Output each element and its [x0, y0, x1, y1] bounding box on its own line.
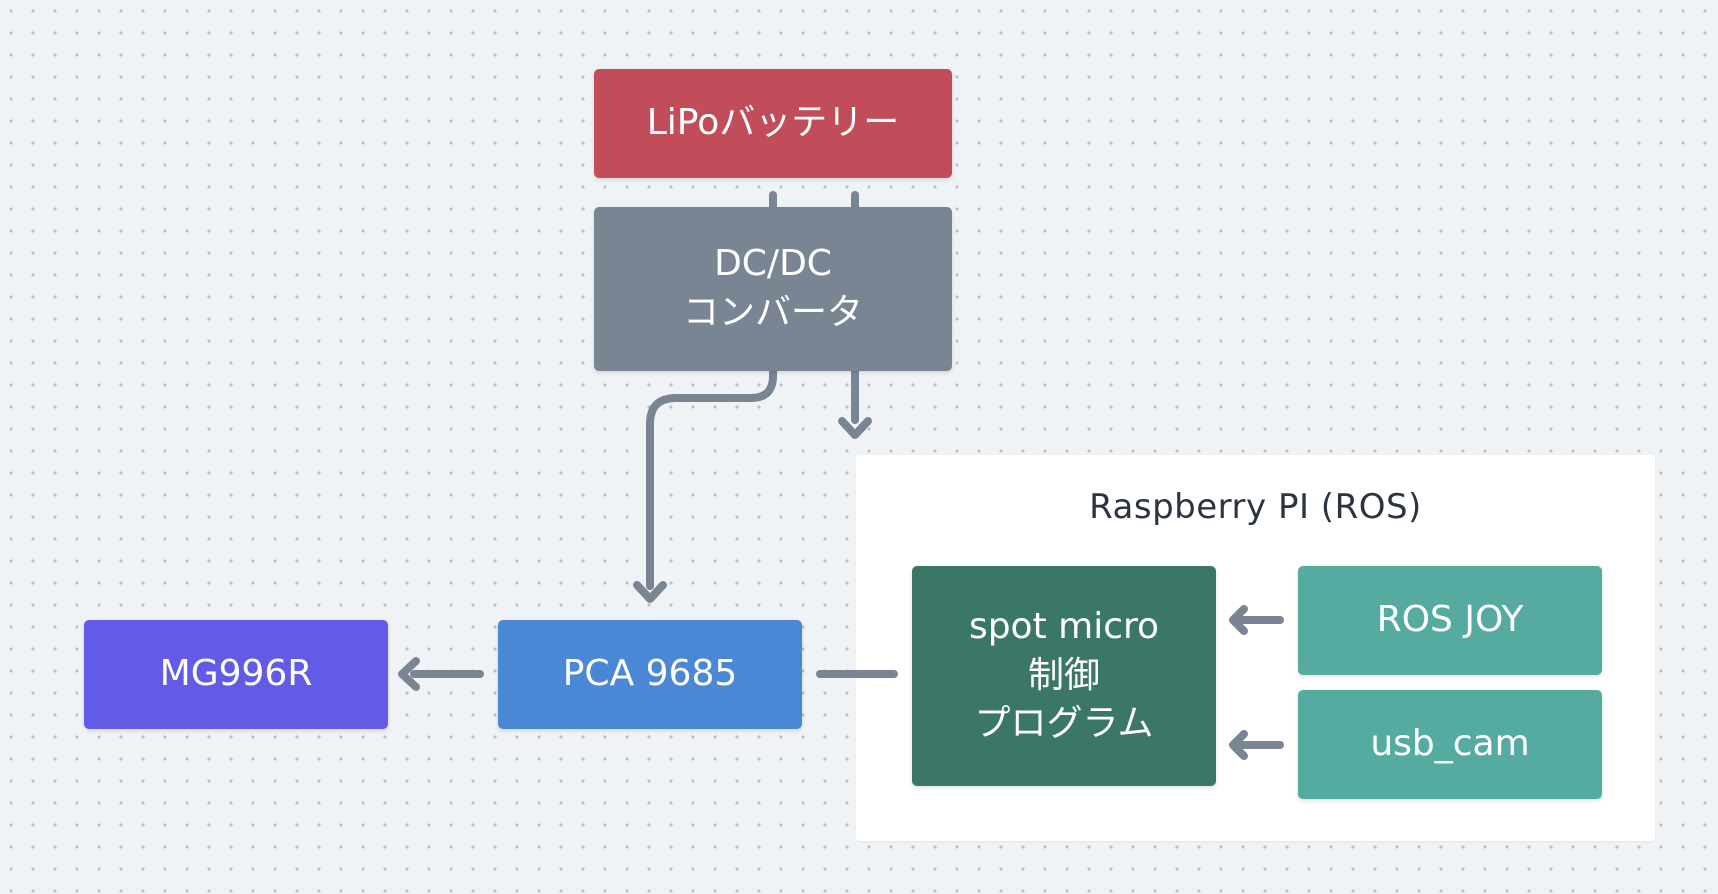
edge-dcdc-pca-arrowhead — [633, 581, 667, 603]
node-pca9685-label: PCA 9685 — [562, 653, 738, 695]
node-spot-micro-program: spot micro 制御 プログラム — [912, 566, 1216, 786]
node-spot-micro-program-line2: 制御 — [1027, 654, 1100, 696]
edge-pca-servo-arrowhead — [398, 657, 420, 691]
node-dcdc-converter-line2: コンバータ — [682, 292, 863, 333]
node-mg996r: MG996R — [84, 620, 388, 729]
edge-dcdc-raspi-arrowhead — [838, 417, 872, 439]
node-pca9685: PCA 9685 — [498, 620, 802, 729]
node-spot-micro-program-line1: spot micro — [968, 606, 1160, 648]
node-usb-cam: usb_cam — [1298, 690, 1602, 799]
node-dcdc-converter-line1: DC/DC — [714, 243, 832, 285]
node-dcdc-converter: DC/DC コンバータ — [594, 207, 952, 371]
node-ros-joy: ROS JOY — [1298, 566, 1602, 675]
edge-dcdc-pca — [646, 367, 777, 590]
node-mg996r-label: MG996R — [159, 653, 313, 695]
raspberry-pi-group-title: Raspberry PI (ROS) — [1089, 487, 1422, 527]
node-ros-joy-label: ROS JOY — [1376, 599, 1524, 641]
node-spot-micro-program-line3: プログラム — [974, 703, 1154, 745]
node-usb-cam-label: usb_cam — [1370, 723, 1530, 765]
node-lipo-battery: LiPoバッテリー — [594, 69, 952, 178]
node-lipo-battery-label: LiPoバッテリー — [646, 102, 900, 144]
